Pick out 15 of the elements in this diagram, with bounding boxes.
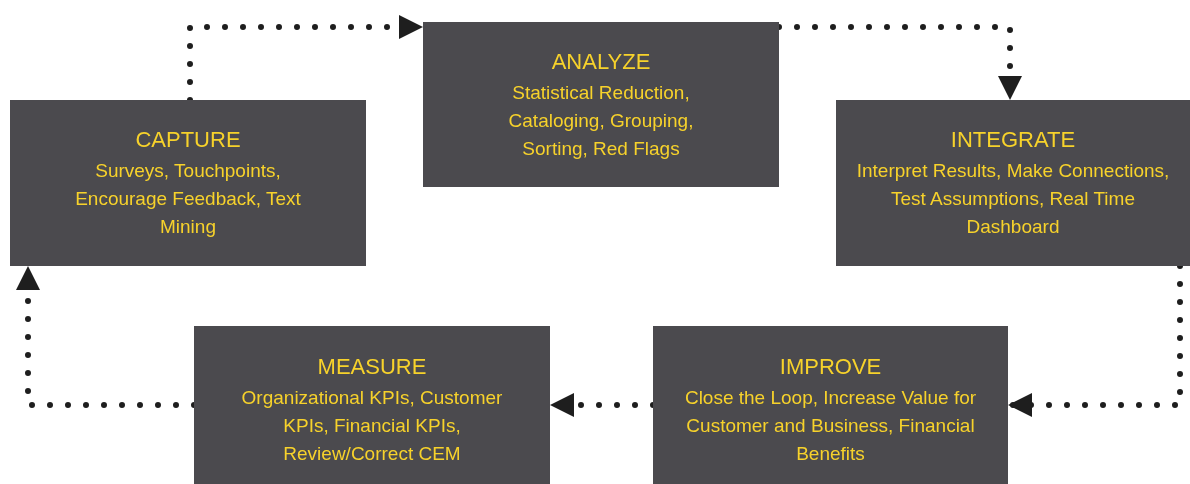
- step-description: Surveys, Touchpoints, Encourage Feedback, Text Mining: [74, 159, 302, 239]
- process-box: [836, 100, 1190, 266]
- process-box: [653, 326, 1008, 484]
- step-description: Close the Loop, Increase Value for Customer and Business, Financial Benefits: [683, 386, 978, 466]
- step-title: ANALYZE: [551, 47, 651, 76]
- step-title: INTEGRATE: [950, 126, 1076, 154]
- step-description: Organizational KPIs, Customer KPIs, Financial KPIs, Review/Correct CEM: [240, 386, 504, 466]
- process-box: [423, 22, 779, 187]
- step-title: CAPTURE: [135, 126, 241, 154]
- step-description: Statistical Reduction, Cataloging, Grouping, Sorting, Red Flags: [507, 80, 695, 161]
- step-title: MEASURE: [317, 353, 427, 381]
- process-box: [194, 326, 550, 484]
- process-box: [10, 100, 366, 266]
- step-description: Interpret Results, Make Connections, Test Assumptions, Real Time Dashboard: [855, 159, 1171, 239]
- step-title: IMPROVE: [779, 353, 882, 381]
